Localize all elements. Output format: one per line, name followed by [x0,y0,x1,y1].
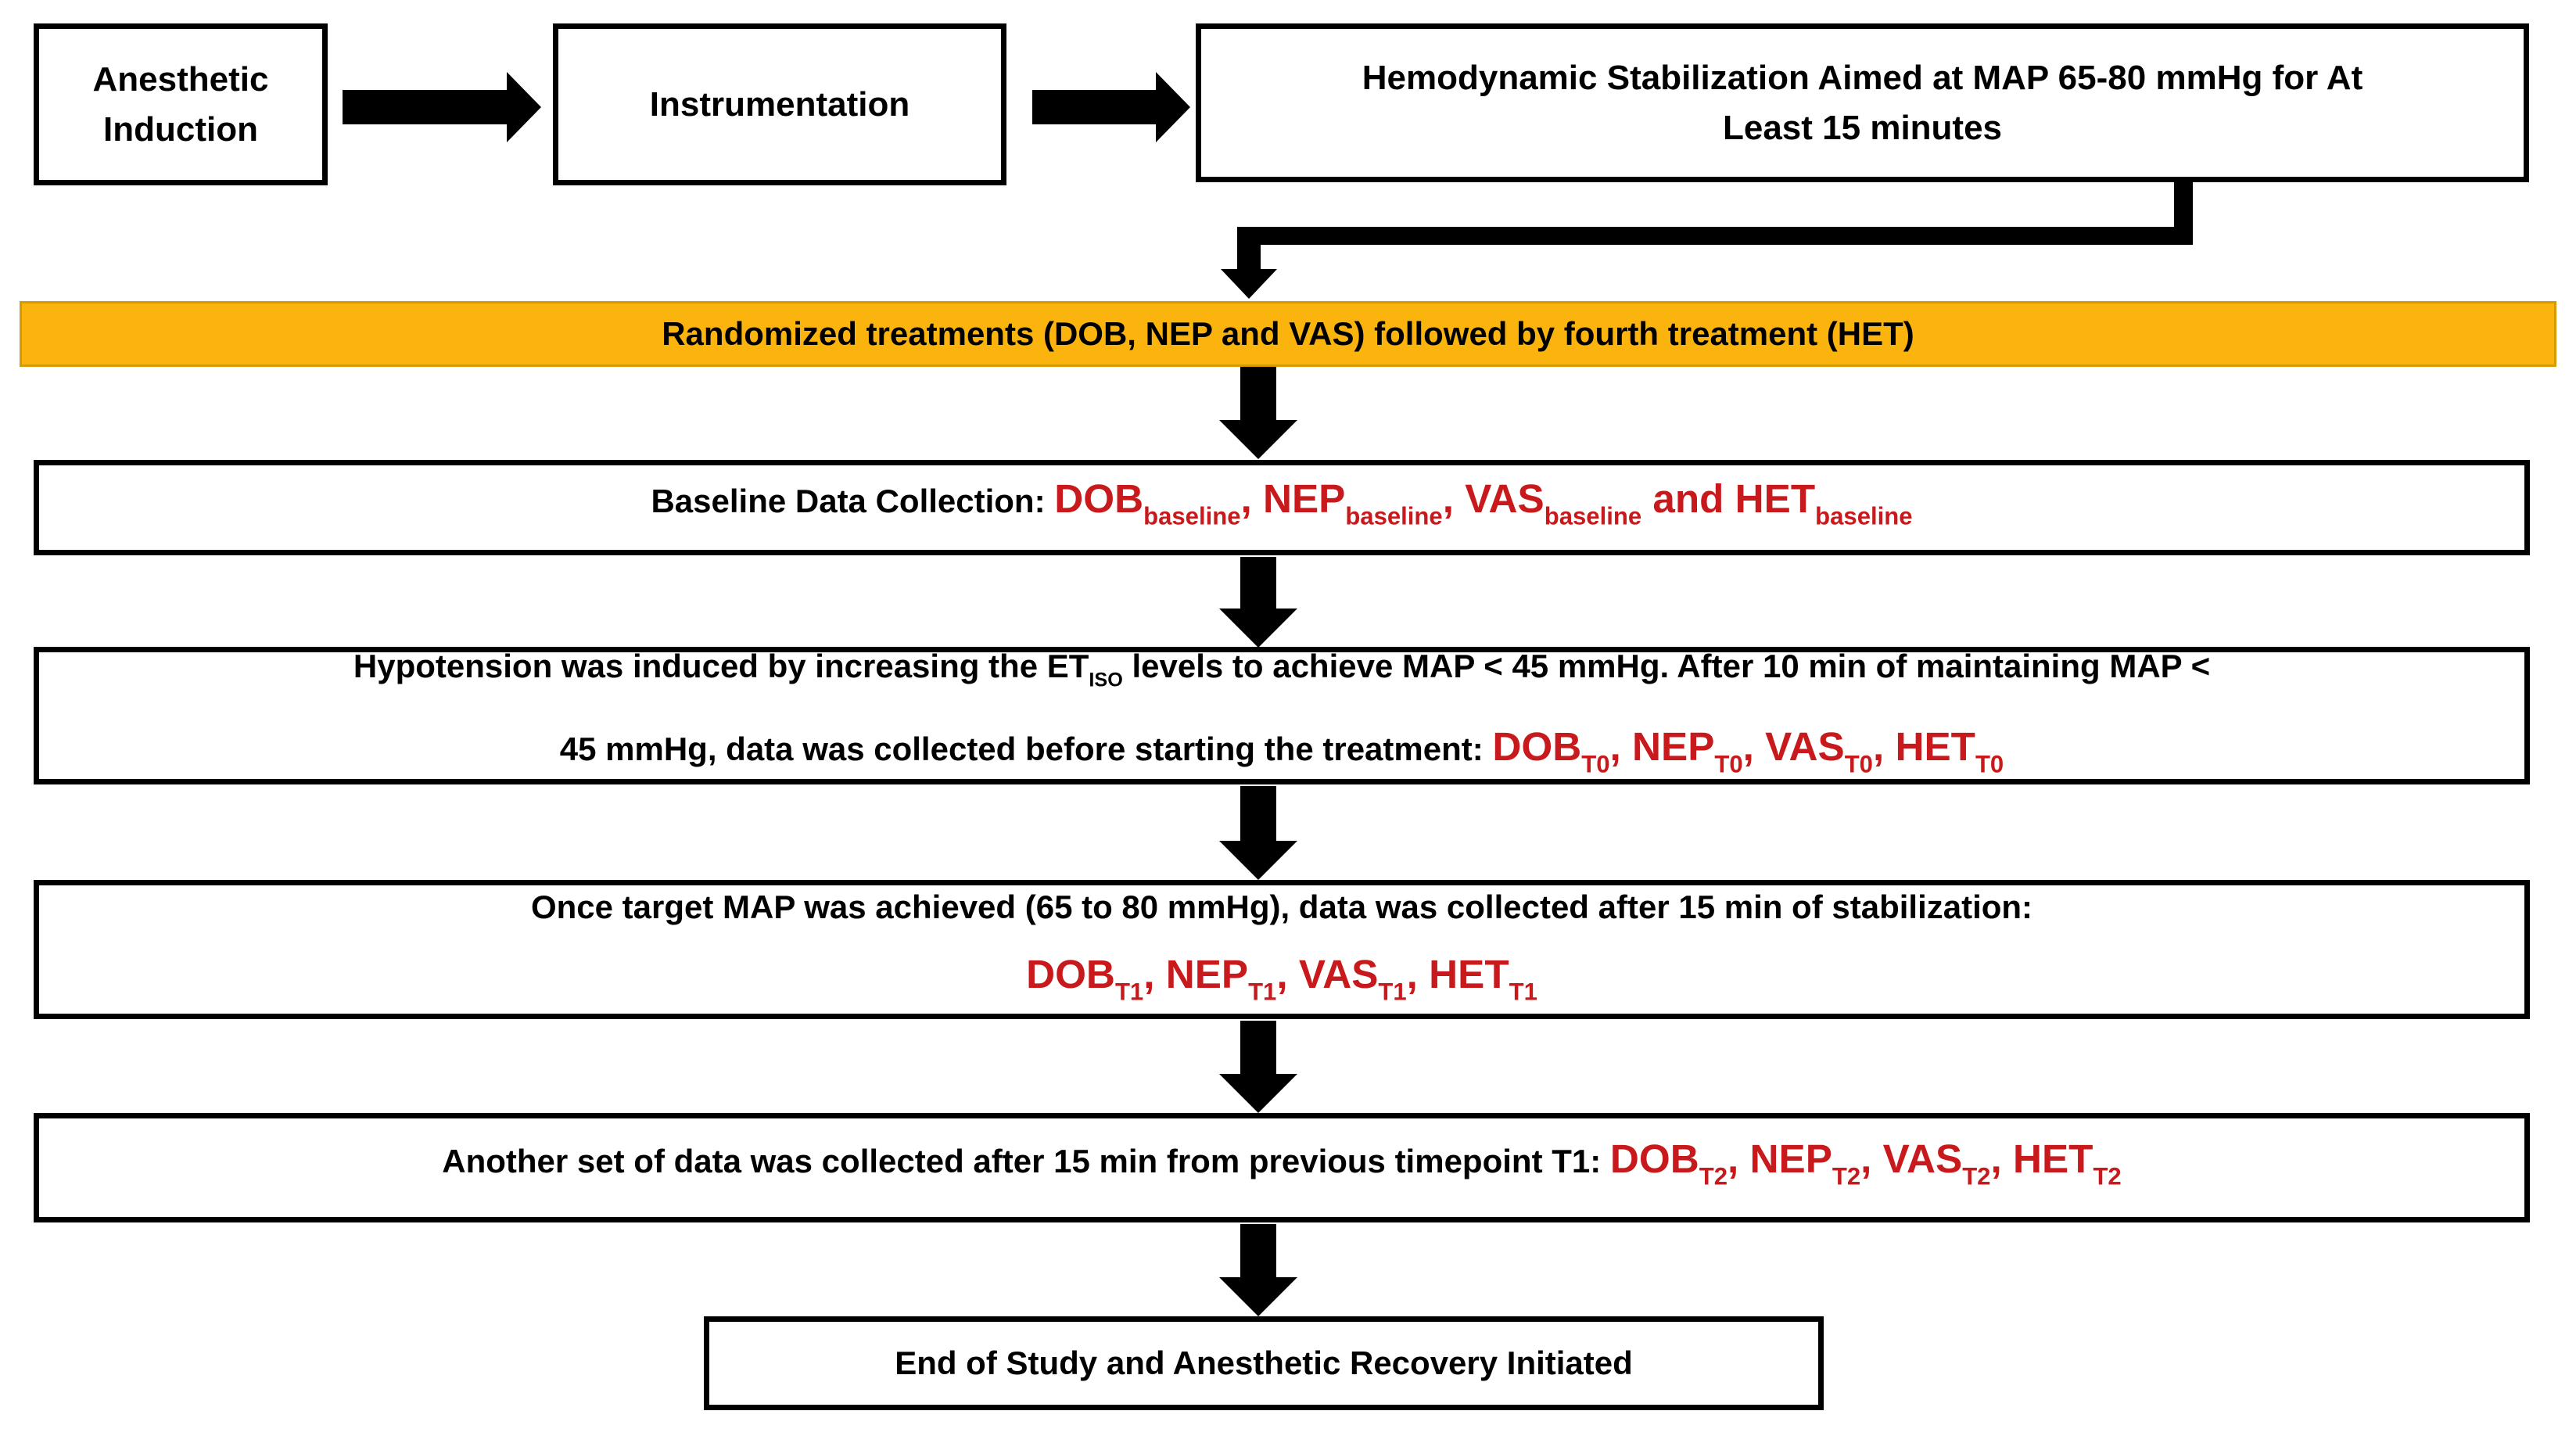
flow-step-randomized-treatments: Randomized treatments (DOB, NEP and VAS)… [20,301,2556,367]
flow-step-label: Baseline Data Collection: DOBbaseline, N… [651,476,1913,530]
flow-step-instrumentation: Instrumentation [553,23,1006,185]
flow-step-label: Another set of data was collected after … [442,1136,2122,1190]
flow-step-label: Once target MAP was achieved (65 to 80 m… [530,888,2033,1006]
flow-step-target-map-stabilization: Once target MAP was achieved (65 to 80 m… [34,880,2530,1019]
flow-step-second-timepoint: Another set of data was collected after … [34,1113,2530,1222]
flow-step-label: Hypotension was induced by increasing th… [353,648,2211,778]
flow-step-label: End of Study and Anesthetic Recovery Ini… [895,1344,1633,1381]
flow-step-end-of-study: End of Study and Anesthetic Recovery Ini… [704,1316,1824,1410]
flow-step-baseline-data-collection: Baseline Data Collection: DOBbaseline, N… [34,460,2530,555]
flow-step-hemodynamic-stabilization: Hemodynamic Stabilization Aimed at MAP 6… [1196,23,2529,182]
flow-step-hypotension-induction: Hypotension was induced by increasing th… [34,647,2530,784]
flow-step-label: Hemodynamic Stabilization Aimed at MAP 6… [1362,58,2363,147]
flow-step-label: Instrumentation [649,84,910,124]
flow-step-label: Randomized treatments (DOB, NEP and VAS)… [662,315,1914,352]
